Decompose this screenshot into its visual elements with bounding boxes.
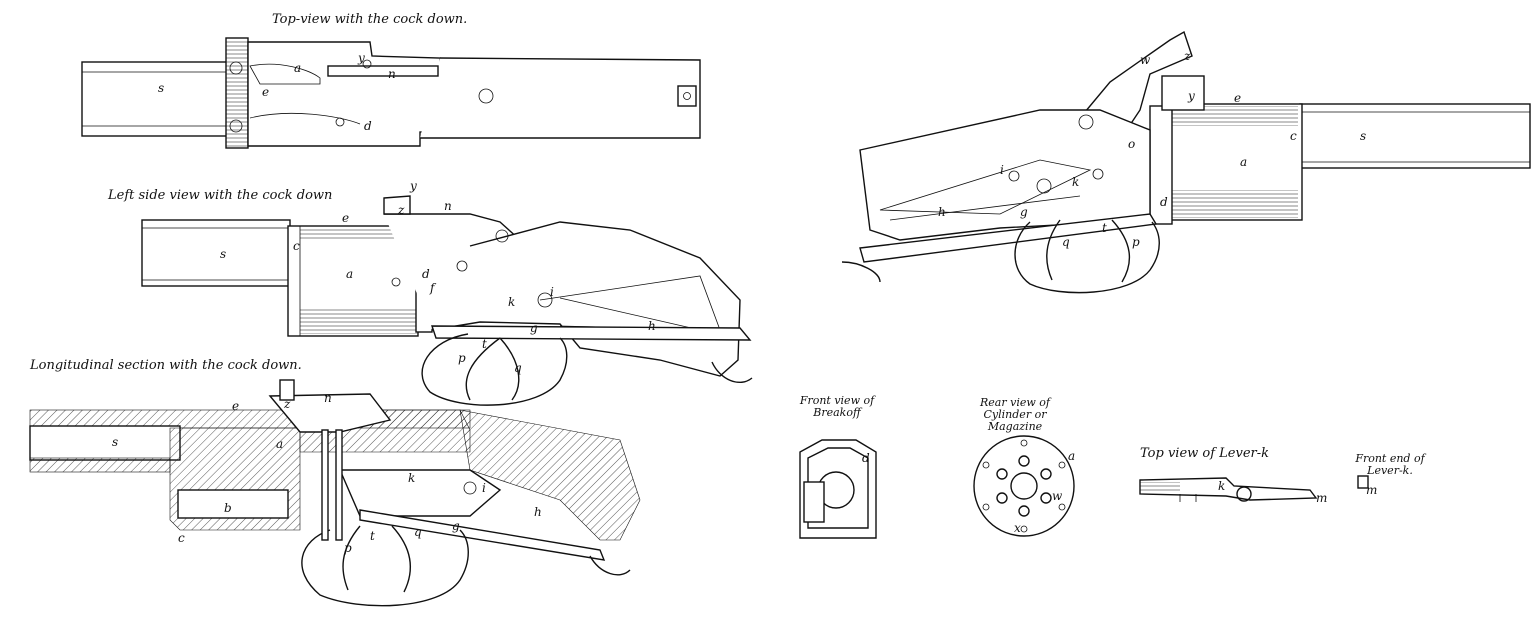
barrel-top — [81, 61, 233, 137]
section-label-n: n — [324, 391, 332, 405]
cylinder-label-a: a — [1068, 449, 1075, 463]
lever-front-label-m: m — [1366, 483, 1377, 497]
side-label-s: s — [220, 247, 226, 261]
caption-front-breakoff: Front view of Breakoff — [799, 394, 875, 419]
right-label-g: g — [1020, 205, 1028, 219]
right-label-k: k — [1072, 175, 1079, 189]
right-label-h: h — [938, 205, 946, 219]
section-label-z: z — [283, 397, 291, 411]
side-label-e: e — [342, 211, 349, 225]
right-side-view-figure: w z y e c a s o i h g k d p t q — [841, 30, 1531, 294]
lever-top-label-k: k — [1218, 479, 1225, 493]
top-view-label-a: a — [294, 61, 301, 75]
section-label-h: h — [534, 505, 542, 519]
left-side-view-figure: s e c a d f n y z k i g h p t q — [141, 179, 753, 406]
side-label-y: y — [409, 179, 417, 193]
section-label-e: e — [232, 399, 239, 413]
lever-top-label-m: m — [1316, 491, 1327, 505]
lever-front-figure: m — [1357, 475, 1377, 497]
section-label-a: a — [276, 437, 283, 451]
longitudinal-section-figure: s e a b c n z k i h p t q g — [29, 379, 641, 607]
lever-top-figure: k m — [1139, 477, 1327, 505]
right-label-e: e — [1234, 91, 1241, 105]
side-label-d: d — [422, 267, 430, 281]
lever-right — [859, 213, 1158, 263]
section-label-c: c — [178, 531, 185, 545]
section-stock — [459, 409, 641, 541]
caption-rear-cylinder: Rear view of Cylinder or Magazine — [980, 396, 1050, 433]
caption-longitudinal-section: Longitudinal section with the cock down. — [30, 358, 302, 373]
section-lock-mechanism — [338, 469, 502, 517]
stock-side — [431, 221, 741, 377]
section-label-g: g — [452, 519, 460, 533]
side-label-i: i — [550, 285, 554, 299]
section-label-t: t — [370, 529, 375, 543]
right-label-q: q — [1062, 235, 1070, 249]
right-label-i: i — [1000, 163, 1004, 177]
right-label-a: a — [1240, 155, 1247, 169]
lever-k-top — [1139, 477, 1318, 501]
top-view-label-d: d — [364, 119, 372, 133]
right-label-z: z — [1183, 49, 1191, 63]
right-label-c: c — [1290, 129, 1297, 143]
section-label-b: b — [224, 501, 232, 515]
top-view-label-s: s — [158, 81, 164, 95]
section-label-q: q — [414, 525, 422, 539]
side-label-k: k — [508, 295, 515, 309]
barrel-side — [141, 219, 291, 287]
side-label-z: z — [397, 203, 405, 217]
stock-top — [420, 57, 701, 139]
side-label-h: h — [648, 319, 656, 333]
breakoff-front-figure: d — [799, 439, 877, 539]
barrel-right — [1299, 103, 1531, 169]
cylinder-label-x: x — [1014, 521, 1021, 535]
side-label-t: t — [482, 337, 487, 351]
right-label-y: y — [1187, 89, 1195, 103]
sling-loop — [677, 85, 697, 107]
right-label-w: w — [1140, 53, 1151, 67]
top-view-label-n: n — [388, 67, 396, 81]
right-label-s: s — [1360, 129, 1366, 143]
side-label-c: c — [293, 239, 300, 253]
right-label-d: d — [1160, 195, 1168, 209]
caption-top-lever: Top view of Lever-k — [1140, 446, 1270, 461]
right-label-o: o — [1128, 137, 1135, 151]
caption-front-lever: Front end of Lever-k. — [1355, 452, 1425, 477]
section-label-k: k — [408, 471, 415, 485]
cylinder-label-w: w — [1052, 489, 1063, 503]
n-rod-top — [327, 65, 439, 77]
right-label-t: t — [1102, 221, 1107, 235]
breakoff-label-d: d — [862, 451, 870, 465]
section-label-i: i — [482, 481, 486, 495]
side-label-n: n — [444, 199, 452, 213]
top-view-figure: s a n e d y — [81, 37, 701, 149]
lever-k-end — [1357, 475, 1369, 489]
side-label-q: q — [514, 361, 522, 375]
side-label-f: f — [429, 281, 437, 295]
section-label-p: p — [344, 541, 352, 555]
cylinder-disc — [973, 435, 1075, 537]
section-label-s: s — [112, 435, 118, 449]
lever-g-side — [431, 325, 752, 341]
side-label-p: p — [458, 351, 466, 365]
section-barrel-bore — [29, 425, 181, 461]
right-label-p: p — [1132, 235, 1140, 249]
caption-left-side-view: Left side view with the cock down — [108, 188, 333, 203]
side-label-a: a — [346, 267, 353, 281]
side-label-g: g — [530, 321, 538, 335]
top-view-label-e: e — [262, 85, 269, 99]
trigger-guard-side — [421, 333, 568, 406]
caption-top-view: Top-view with the cock down. — [272, 12, 468, 27]
cylinder-center-hole — [1010, 472, 1038, 500]
cylinder-rear-figure: a w x — [973, 435, 1075, 537]
top-view-label-y: y — [357, 51, 365, 65]
